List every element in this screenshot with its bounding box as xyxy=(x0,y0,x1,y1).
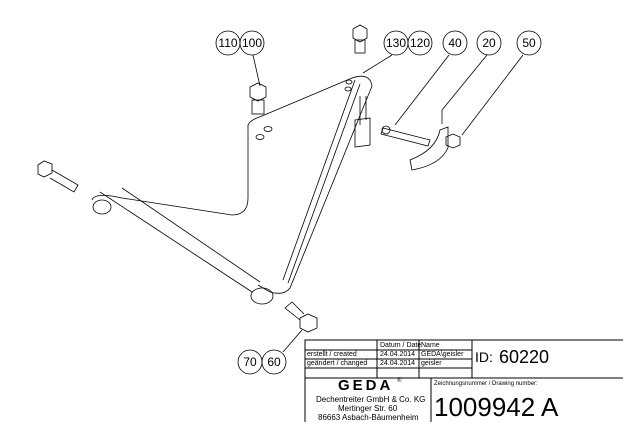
clamp-parts xyxy=(354,96,461,171)
title-block-frame xyxy=(304,339,623,422)
company-city: 86663 Asbach-Bäumenheim xyxy=(318,413,419,422)
svg-text:40: 40 xyxy=(448,36,462,50)
mounting-plate xyxy=(91,75,373,305)
registered-mark-icon: ® xyxy=(397,378,402,384)
company-street: Mertinger Str. 60 xyxy=(338,404,398,413)
bolt-left xyxy=(37,160,79,193)
changed-date: 24.04.2014 xyxy=(380,360,416,367)
changed-label: geändert / changed xyxy=(307,360,368,367)
balloon-50: 50 xyxy=(516,30,542,56)
svg-text:20: 20 xyxy=(482,36,496,50)
created-date: 24.04.2014 xyxy=(380,351,416,358)
svg-text:70: 70 xyxy=(243,355,257,369)
geda-logo: GEDA xyxy=(338,377,394,394)
header-date: Datum / Date xyxy=(380,342,422,349)
bolt-70-60 xyxy=(284,301,318,333)
bolt-110-100 xyxy=(249,82,267,115)
svg-text:110: 110 xyxy=(218,36,237,50)
svg-text:50: 50 xyxy=(522,36,536,50)
balloon-100: 100 xyxy=(239,30,265,56)
svg-text:100: 100 xyxy=(242,36,262,50)
company-name: Dechentreiter GmbH & Co. KG xyxy=(316,395,426,404)
svg-text:130: 130 xyxy=(386,36,406,50)
drawing-number-label: Zeichnungsnummer / Drawing number: xyxy=(434,381,538,387)
changed-name: geisler xyxy=(421,360,442,367)
balloon-110: 110 xyxy=(215,30,241,56)
drawing-number: 1009942 A xyxy=(434,392,559,422)
svg-text:60: 60 xyxy=(267,355,281,369)
balloon-20: 20 xyxy=(476,30,502,56)
balloon-60: 60 xyxy=(261,349,287,375)
created-name: GEDA\geisler xyxy=(421,351,464,358)
id-value: 60220 xyxy=(499,347,550,367)
balloon-130: 130 xyxy=(383,30,409,56)
bolt-top xyxy=(352,24,368,54)
leader-lines xyxy=(252,54,524,136)
svg-text:120: 120 xyxy=(410,36,430,50)
id-label: ID: xyxy=(475,349,493,365)
created-label: erstellt / created xyxy=(307,351,357,358)
header-name: Name xyxy=(421,342,440,349)
balloon-70: 70 xyxy=(237,349,263,375)
balloon-40: 40 xyxy=(442,30,468,56)
leader-70-60 xyxy=(282,329,303,353)
balloon-120: 120 xyxy=(407,30,433,56)
